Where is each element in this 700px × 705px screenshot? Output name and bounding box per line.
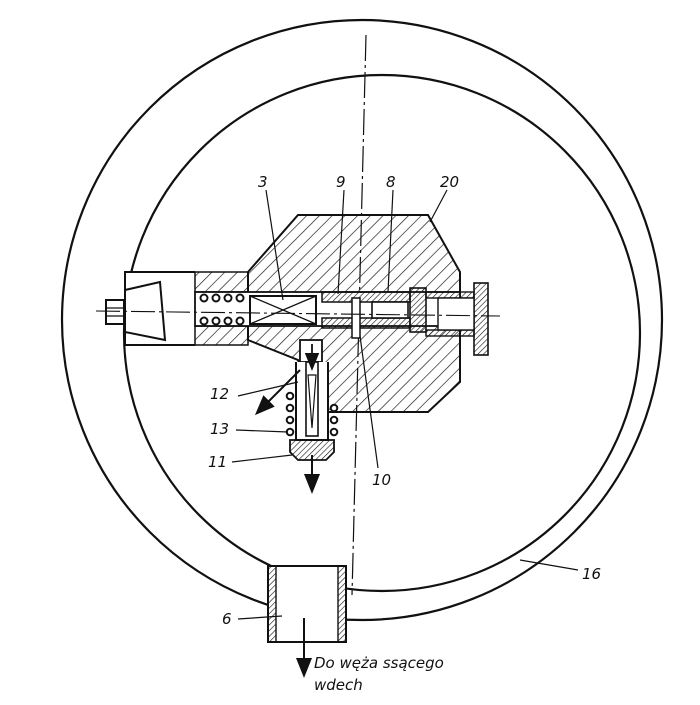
label-16: 16 <box>582 565 601 583</box>
label-3: 3 <box>258 173 268 191</box>
element-6-tube <box>267 565 347 643</box>
caption-line-1: Do węża ssącego <box>314 654 444 672</box>
element-3-block <box>249 295 317 325</box>
element-8-piston <box>371 301 409 319</box>
spring <box>199 293 245 326</box>
label-9: 9 <box>336 173 346 191</box>
left-housing-hatched-bottom <box>194 325 249 346</box>
adjusting-screw <box>105 280 167 342</box>
caption-line-2: wdech <box>314 676 363 694</box>
horizontal-center-line <box>95 310 501 317</box>
flow-arrow-diagonal <box>254 369 301 416</box>
label-13: 13 <box>210 420 229 438</box>
element-9-sleeve-bottom <box>321 317 411 329</box>
label-12: 12 <box>210 385 229 403</box>
label-6: 6 <box>222 610 232 628</box>
label-10: 10 <box>372 471 391 489</box>
left-housing-hatched-top <box>194 271 249 293</box>
element-10-pin <box>351 297 361 339</box>
outer-ring <box>60 18 664 622</box>
label-20: 20 <box>440 173 459 191</box>
label-8: 8 <box>386 173 396 191</box>
leader-lines <box>231 189 579 620</box>
label-11: 11 <box>208 453 227 471</box>
element-9-sleeve-top <box>321 291 411 303</box>
element-20-cap <box>409 282 489 356</box>
